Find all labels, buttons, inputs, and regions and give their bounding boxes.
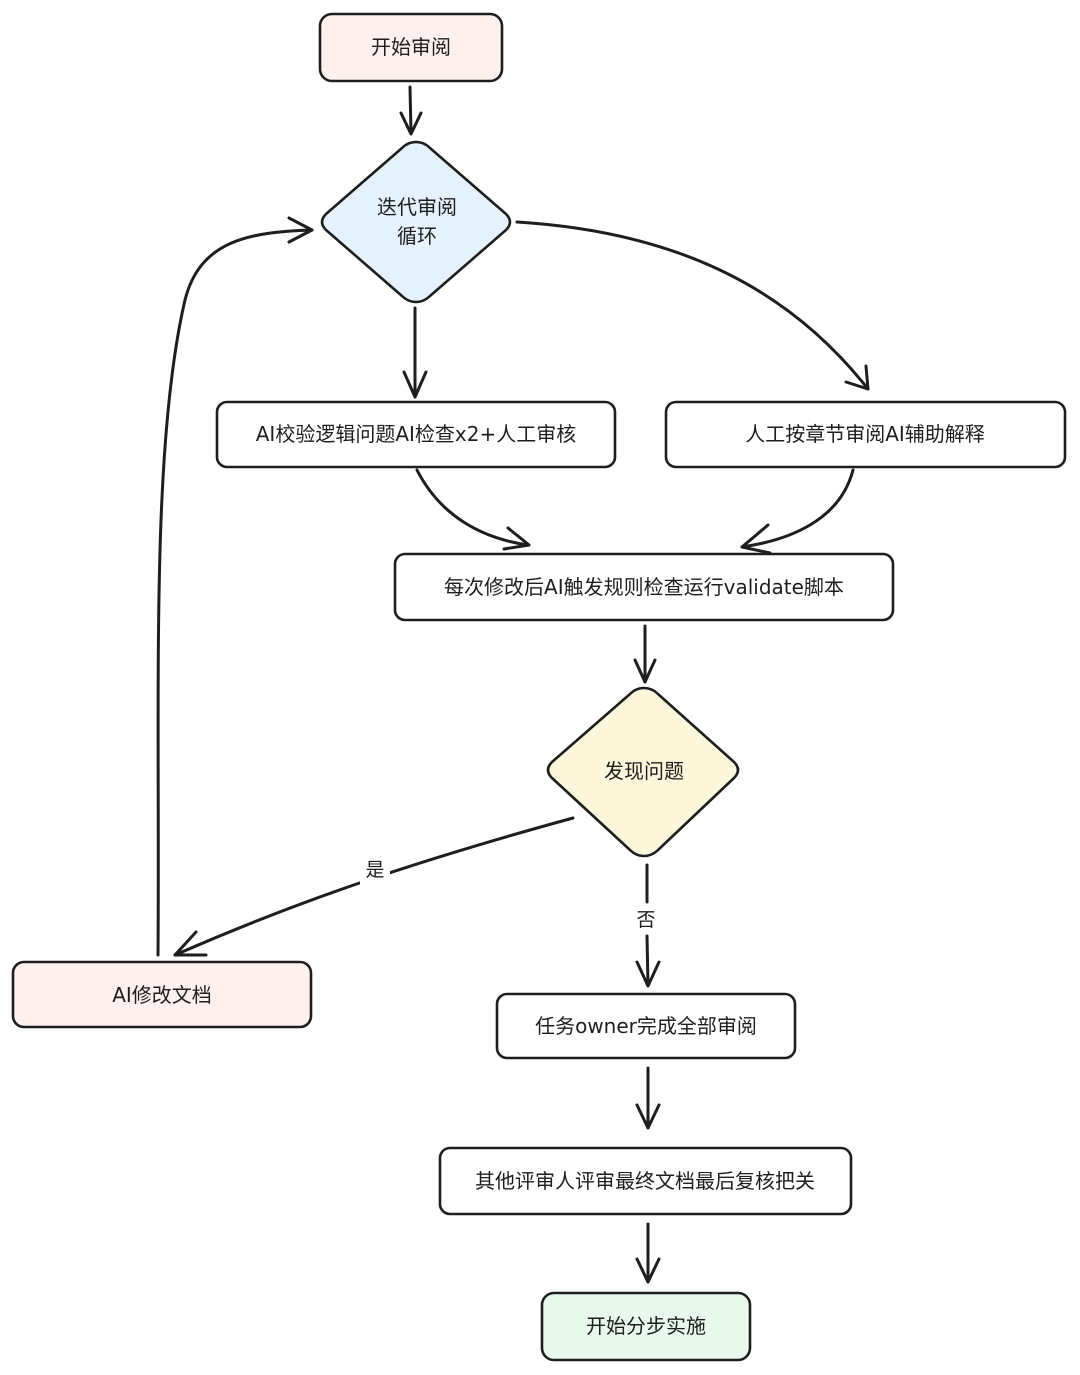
node-manual-review: 人工按章节审阅AI辅助解释 [664, 400, 1067, 469]
node-owner-done-label: 任务owner完成全部审阅 [535, 1014, 757, 1038]
arrowhead-loop-to-ai-check [402, 370, 428, 399]
edge-found-issue-to-ai-modify [173, 816, 575, 957]
node-implement: 开始分步实施 [540, 1291, 752, 1362]
arrowhead-found-issue-to-owner-done [635, 960, 661, 988]
node-ai-modify: AI修改文档 [11, 960, 313, 1029]
node-validate-label: 每次修改后AI触发规则检查运行validate脚本 [444, 575, 844, 599]
edge-ai-check-to-validate [415, 468, 530, 547]
node-found-issue: 发现问题 [546, 686, 740, 858]
edge-manual-review-to-validate [740, 468, 855, 549]
node-ai-check-label: AI校验逻辑问题AI检查x2+人工审核 [256, 422, 576, 446]
node-start-label: 开始审阅 [371, 35, 451, 59]
arrowhead-owner-done-to-final-review [635, 1103, 661, 1130]
edges [156, 85, 870, 1284]
node-start: 开始审阅 [318, 12, 504, 83]
node-implement-box [540, 1291, 752, 1362]
arrowhead-start-to-loop [399, 111, 423, 136]
node-final-review-box [438, 1146, 853, 1216]
node-loop-label-line2: 循环 [397, 224, 437, 248]
node-start-box [318, 12, 504, 83]
node-final-review-label: 其他评审人评审最终文档最后复核把关 [475, 1169, 815, 1193]
node-found-issue-label: 发现问题 [604, 759, 684, 783]
edge-ai-modify-to-loop [156, 228, 314, 957]
node-ai-modify-label: AI修改文档 [112, 983, 212, 1007]
arrowhead-ai-modify-to-loop [287, 216, 314, 244]
node-manual-review-box [664, 400, 1067, 469]
arrowhead-found-issue-to-ai-modify [173, 930, 208, 957]
edge-label-yes: 是 [365, 859, 384, 881]
node-owner-done-box [495, 992, 797, 1060]
edge-label-no: 否 [636, 909, 655, 931]
edge-found-issue-to-owner-done-lower [645, 934, 650, 987]
node-loop-diamond [320, 140, 512, 304]
yes-label-bg [360, 855, 390, 885]
arrowhead-validate-to-found-issue [633, 658, 657, 684]
arrowhead-final-review-to-implement [635, 1257, 661, 1284]
node-manual-review-label: 人工按章节审阅AI辅助解释 [745, 422, 985, 446]
node-final-review: 其他评审人评审最终文档最后复核把关 [438, 1146, 853, 1216]
node-ai-check: AI校验逻辑问题AI检查x2+人工审核 [215, 400, 617, 469]
node-loop-label-line1: 迭代审阅 [377, 195, 457, 219]
edge-start-to-loop [408, 85, 413, 135]
arrowhead-ai-check-to-validate [502, 526, 531, 551]
node-ai-check-box [215, 400, 617, 469]
node-owner-done: 任务owner完成全部审阅 [495, 992, 797, 1060]
node-ai-modify-box [11, 960, 313, 1029]
edge-loop-to-manual-review [515, 220, 870, 391]
arrowhead-loop-to-manual-review [844, 364, 870, 391]
node-loop: 迭代审阅 循环 [320, 140, 512, 304]
node-validate-box [393, 552, 895, 622]
node-found-issue-diamond [546, 686, 740, 858]
node-implement-label: 开始分步实施 [586, 1314, 706, 1338]
arrowhead-manual-review-to-validate [740, 523, 772, 555]
node-validate: 每次修改后AI触发规则检查运行validate脚本 [393, 552, 895, 622]
